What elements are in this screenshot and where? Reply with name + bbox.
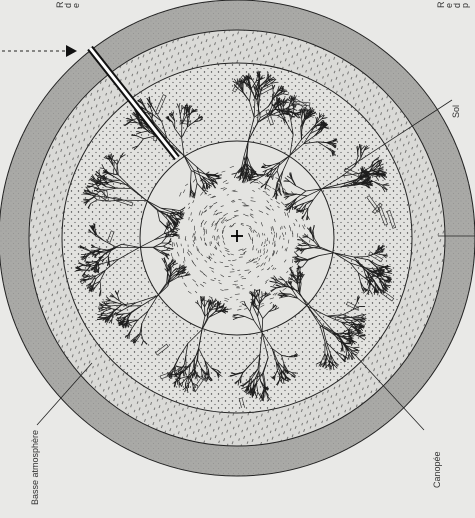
label-sol: Sol [451,105,461,118]
arrow-icon [66,45,77,57]
corner-text-top-left: Rde [55,1,81,8]
corner-text-fragment: e [71,3,81,8]
label-canopee: Canopée [432,451,442,488]
label-basse-atmosphere: Basse atmosphère [30,430,40,505]
corner-text-fragment: p [460,3,470,8]
